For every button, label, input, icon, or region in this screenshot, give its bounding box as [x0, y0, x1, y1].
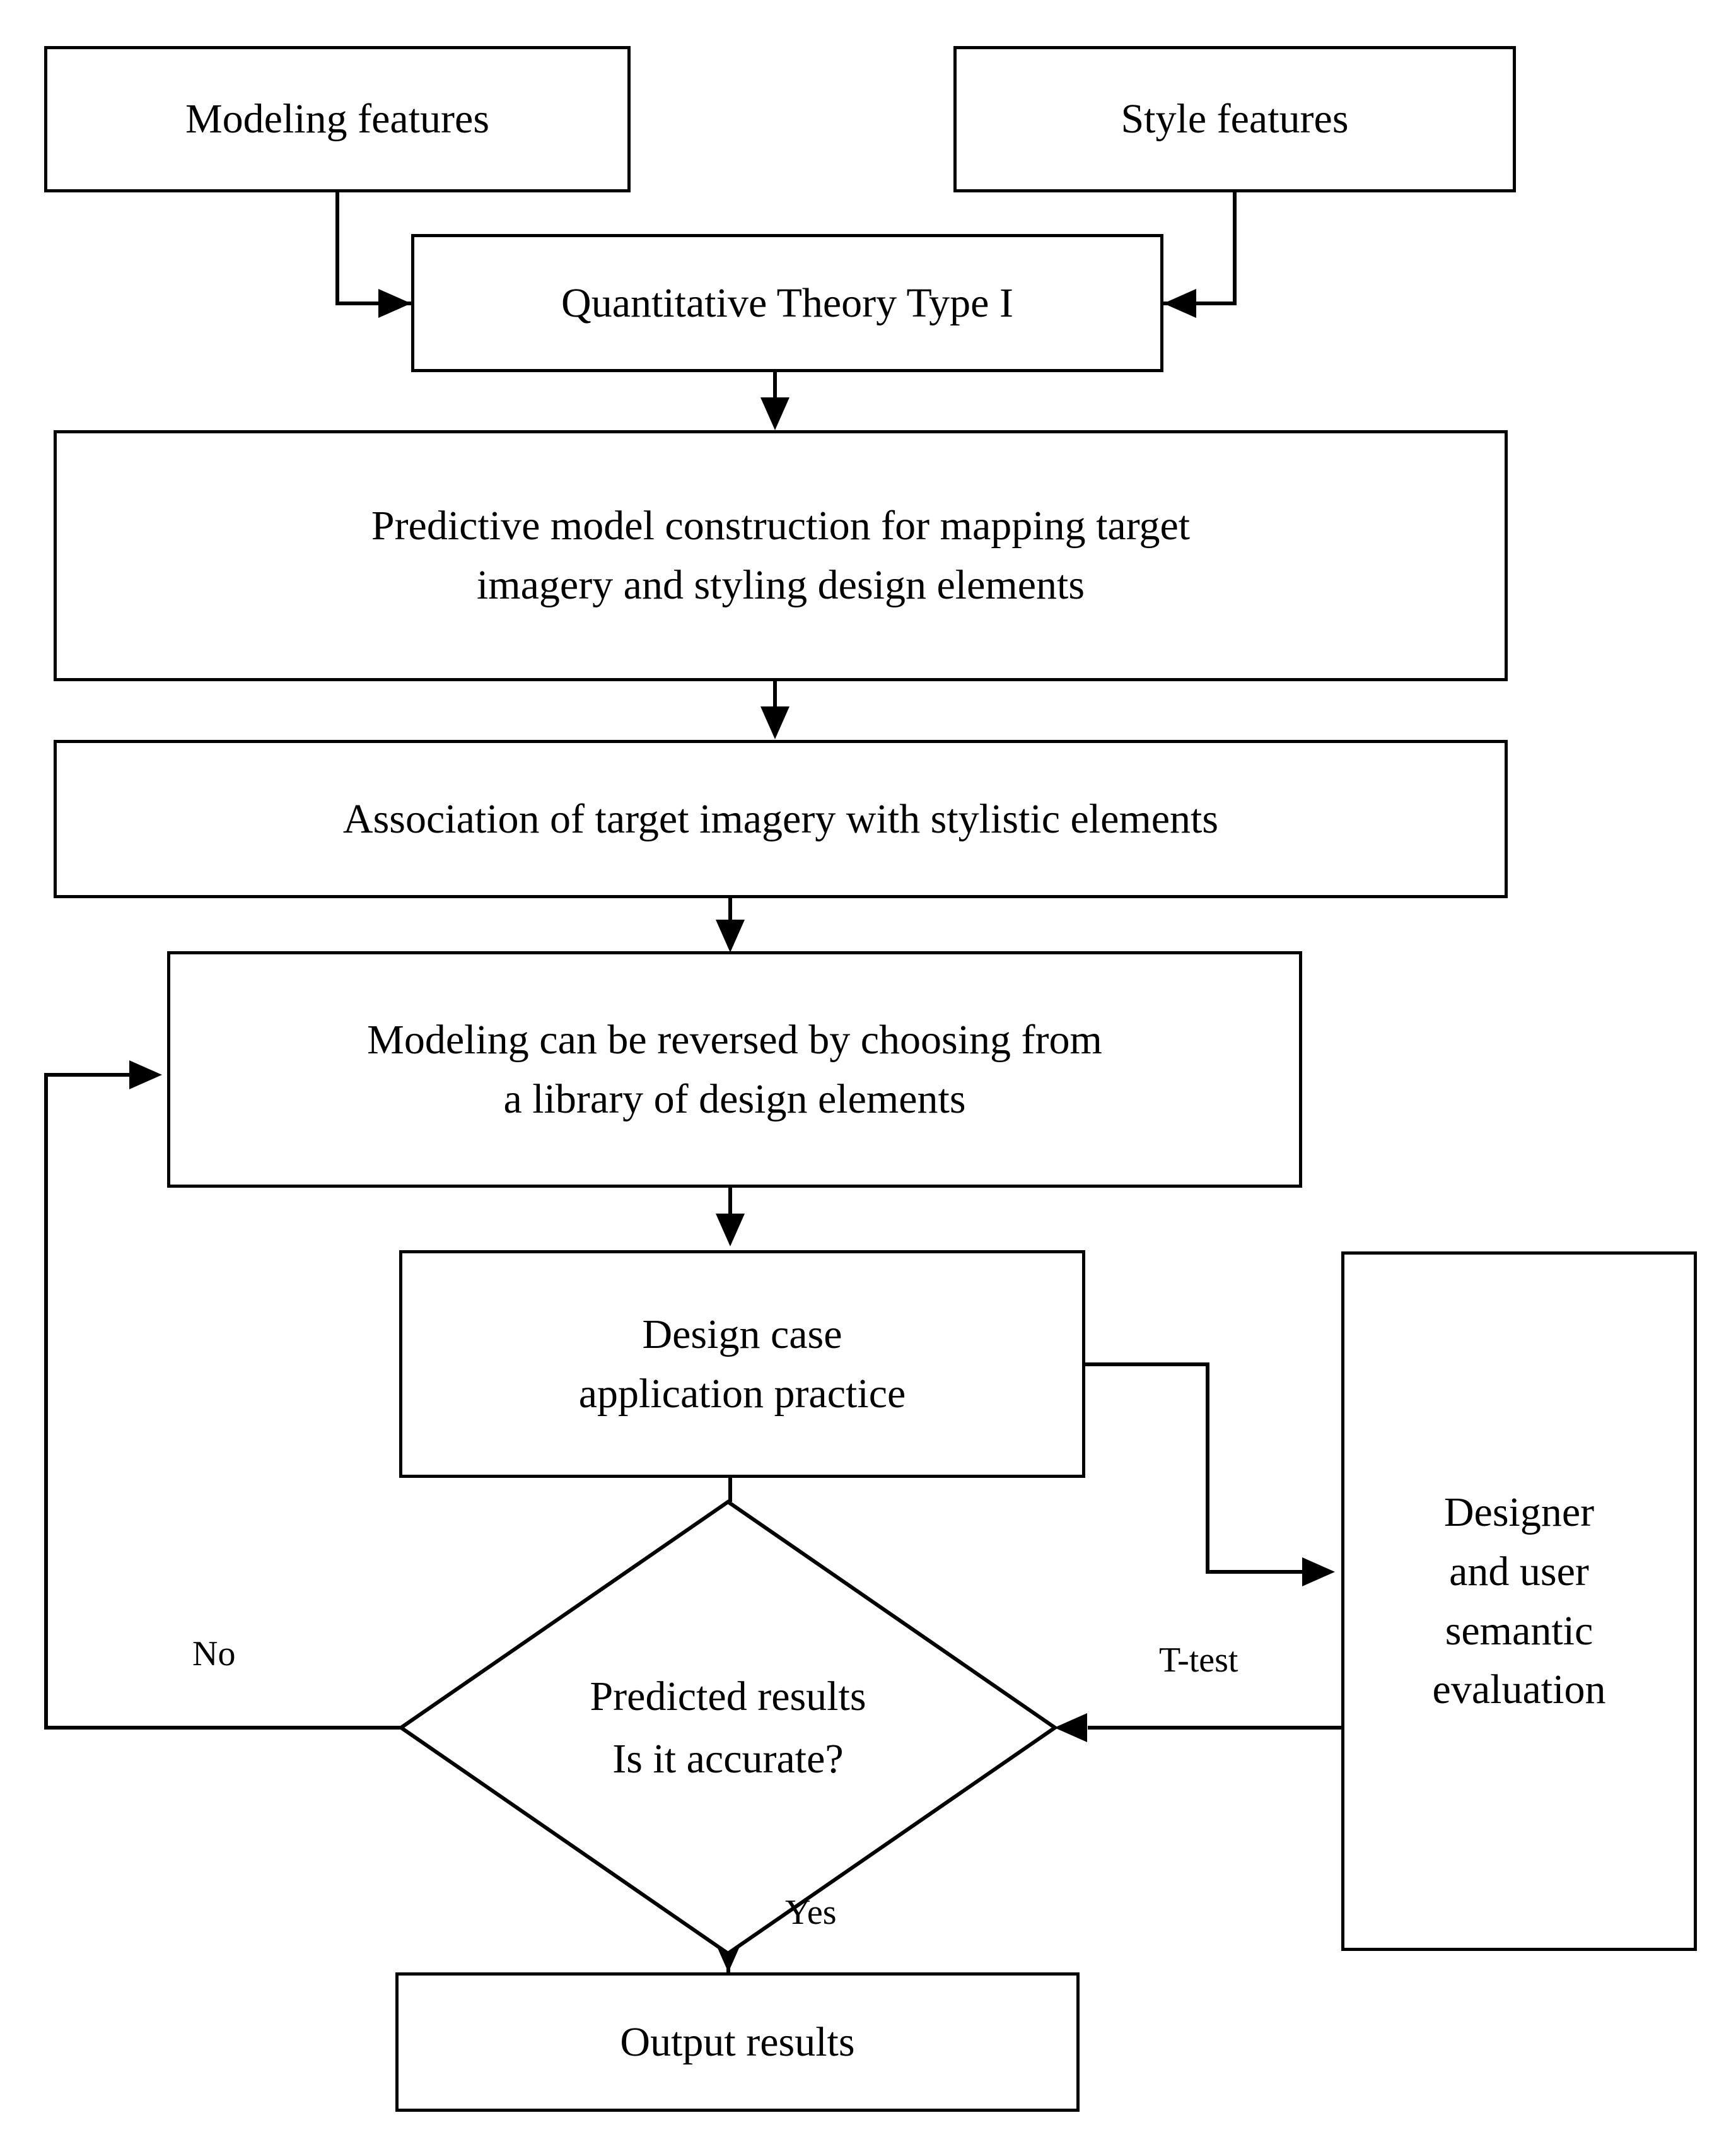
node-association-label: Association of target imagery with styli… — [342, 795, 1219, 842]
connector-designcase-to-decision — [728, 1477, 732, 1502]
node-output-results: Output results — [395, 1972, 1080, 2112]
connector-eval-to-decision — [1088, 1726, 1343, 1730]
connector-no-vertical — [44, 1073, 48, 1730]
node-modeling-features: Modeling features — [44, 46, 631, 192]
arrowhead-eval-to-decision — [1054, 1713, 1087, 1742]
connector-association-to-reverse — [728, 897, 732, 923]
node-output-results-label: Output results — [620, 2018, 855, 2065]
connector-designcase-to-eval-horizontal-bottom — [1206, 1570, 1307, 1574]
node-reverse-modeling-label: Modeling can be reversed by choosing fro… — [367, 1016, 1102, 1122]
connector-no-horizontal-bottom — [44, 1726, 402, 1730]
node-style-features-label: Style features — [1121, 96, 1349, 143]
connector-style-to-quant-vertical — [1233, 189, 1237, 304]
node-association: Association of target imagery with styli… — [54, 740, 1508, 898]
node-semantic-evaluation: Designer and user semantic evaluation — [1341, 1251, 1697, 1951]
edge-label-yes: Yes — [785, 1893, 837, 1932]
connector-modeling-to-quant-vertical — [335, 189, 339, 304]
arrowhead-style-to-quant — [1163, 289, 1196, 318]
connector-modeling-to-quant-horizontal — [335, 302, 414, 305]
edge-label-t-test: T-test — [1159, 1641, 1238, 1680]
node-quantitative-theory-label: Quantitative Theory Type I — [561, 279, 1013, 326]
connector-predictive-to-association — [773, 680, 777, 708]
arrowhead-modeling-to-quant — [378, 289, 411, 318]
node-quantitative-theory: Quantitative Theory Type I — [411, 234, 1163, 372]
edge-label-no: No — [192, 1634, 236, 1673]
arrowhead-no-to-reverse — [129, 1060, 162, 1089]
node-semantic-evaluation-label: Designer and user semantic evaluation — [1432, 1489, 1606, 1713]
node-reverse-modeling: Modeling can be reversed by choosing fro… — [167, 951, 1302, 1188]
connector-reverse-to-designcase — [728, 1186, 732, 1216]
arrowhead-association-to-reverse — [716, 920, 745, 952]
node-style-features: Style features — [953, 46, 1516, 192]
connector-designcase-to-eval-horizontal-top — [1083, 1362, 1209, 1366]
node-predictive-model: Predictive model construction for mappin… — [54, 430, 1508, 681]
node-modeling-features-label: Modeling features — [185, 96, 489, 143]
connector-no-horizontal-top — [44, 1073, 132, 1077]
connector-designcase-to-eval-vertical — [1206, 1362, 1209, 1574]
node-design-case: Design case application practice — [399, 1250, 1085, 1478]
connector-quant-to-predictive — [773, 371, 777, 402]
connector-style-to-quant-horizontal — [1160, 302, 1237, 305]
arrowhead-designcase-to-eval — [1302, 1557, 1335, 1586]
arrowhead-reverse-to-designcase — [716, 1214, 745, 1246]
node-design-case-label: Design case application practice — [578, 1311, 906, 1417]
decision-diamond-shape — [397, 1499, 1059, 1956]
arrowhead-quant-to-predictive — [760, 397, 789, 430]
node-predictive-model-label: Predictive model construction for mappin… — [371, 503, 1191, 608]
node-decision: Predicted results Is it accurate? — [397, 1499, 1059, 1956]
arrowhead-predictive-to-association — [760, 706, 789, 739]
